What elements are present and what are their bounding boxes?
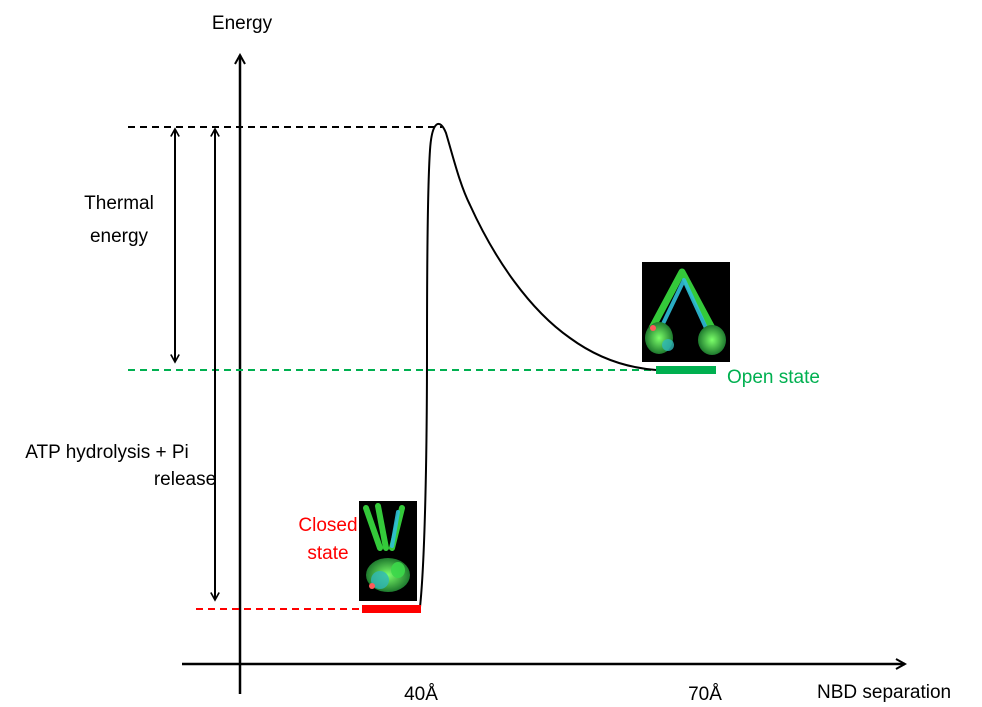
open-state-label: Open state [727, 367, 820, 388]
closed-state-label-line1: Closed [298, 515, 357, 536]
x-tick-70: 70Å [688, 684, 722, 705]
thermal-energy-label-line2: energy [90, 226, 149, 247]
x-axis-label: NBD separation [817, 682, 951, 703]
closed-state-structure-image [359, 501, 417, 601]
atp-hydrolysis-label-line1: ATP hydrolysis + Pi [25, 442, 189, 463]
atp-hydrolysis-label-line2: release [154, 469, 216, 490]
y-axis-label: Energy [212, 13, 273, 34]
closed-state-bar [362, 605, 421, 613]
energy-curve [419, 122, 657, 608]
open-state-bar [656, 366, 716, 374]
closed-state-label-line2: state [307, 543, 348, 564]
thermal-energy-label-line1: Thermal [84, 193, 154, 214]
x-tick-40: 40Å [404, 684, 438, 705]
open-state-structure-image [642, 262, 730, 362]
